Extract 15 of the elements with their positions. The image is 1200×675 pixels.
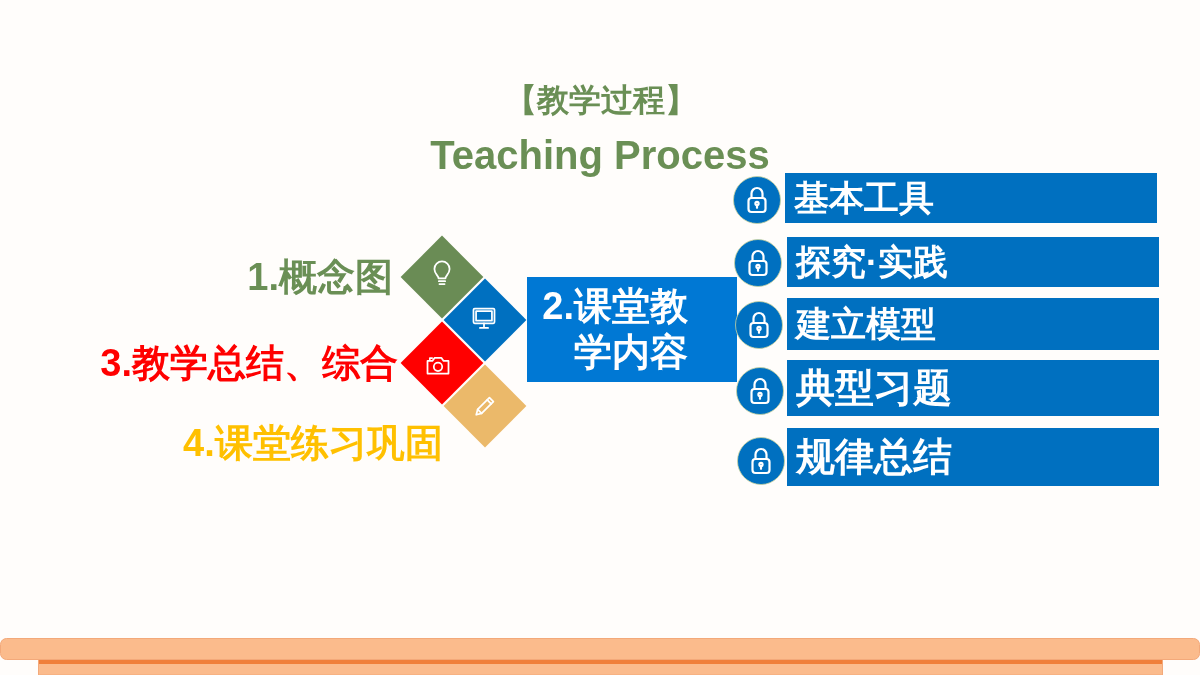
step-label: 1.概念图 [247,255,393,300]
diamond-tile [399,320,485,406]
content-box: 2.课堂教学内容 [527,277,737,382]
step-label: 4.课堂练习巩固 [183,421,443,466]
topic-bar: 规律总结 [787,428,1159,486]
topic-bar: 基本工具 [785,173,1157,223]
topic-bar: 典型习题 [787,360,1159,416]
topic-bar: 探究·实践 [787,237,1159,287]
topic-bar: 建立模型 [787,298,1159,350]
step-label: 3.教学总结、综合 [100,341,398,386]
diamond-tile [442,277,528,363]
diamond-tile [399,234,485,320]
subtitle: Teaching Process [430,132,770,179]
title: 【教学过程】 [505,81,697,120]
diamond-tile [442,363,528,449]
